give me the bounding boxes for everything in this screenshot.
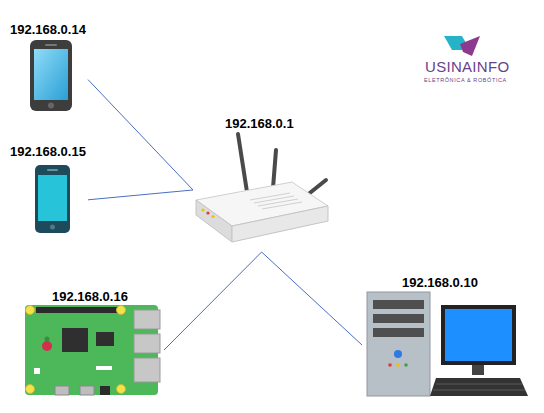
- ip-address: 192.168.0.1: [225, 116, 294, 132]
- router-icon: [196, 134, 328, 242]
- ip-address: 192.168.0.10: [402, 275, 478, 291]
- raspberry-pi-icon: [25, 305, 160, 395]
- smartphone-icon: [35, 165, 70, 233]
- raspberry-pi-node: 192.168.0.16: [22, 289, 164, 397]
- computer-node: 192.168.0.10: [362, 275, 520, 400]
- desktop-computer-icon: [367, 292, 528, 396]
- network-link: [88, 190, 193, 200]
- brand-name: USINAINFO: [425, 58, 509, 75]
- ip-address: 192.168.0.15: [10, 144, 86, 160]
- router-node: 192.168.0.1: [193, 116, 333, 252]
- network-link: [88, 80, 193, 190]
- network-link: [164, 252, 262, 350]
- logo-mark: [444, 36, 480, 56]
- smartphone-node: 192.168.0.15: [8, 144, 88, 234]
- network-link: [262, 252, 362, 345]
- ip-address: 192.168.0.16: [52, 289, 128, 305]
- smartphone-node: 192.168.0.14: [8, 22, 88, 112]
- brand-tagline: ELETRÔNICA & ROBÓTICA: [424, 77, 507, 83]
- smartphone-icon: [30, 40, 72, 111]
- ip-address: 192.168.0.14: [10, 22, 86, 38]
